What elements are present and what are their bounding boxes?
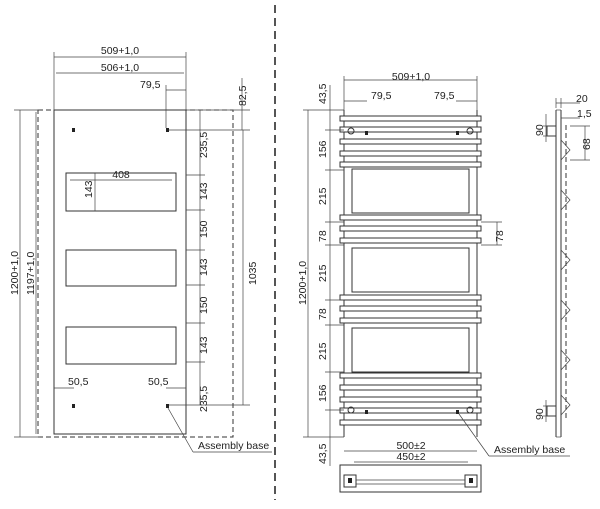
side-top-90-label: 90 — [534, 124, 546, 136]
vertical-span-label: 1035 — [247, 261, 259, 285]
mid-seg4-label: 215 — [317, 264, 329, 282]
top-offset-label: 82,5 — [237, 85, 249, 106]
h1-label: 143 — [198, 182, 210, 200]
side-h68-label: 68 — [581, 138, 593, 150]
overall-height-label: 1200+1,0 — [9, 251, 21, 295]
pin-tl — [72, 128, 75, 132]
mid-seg2-label: 215 — [317, 187, 329, 205]
left-view: 509+1,0 506+1,0 79,5 82,5 235,5 143 150 … — [9, 45, 272, 453]
foot-right-label: 50,5 — [148, 376, 169, 388]
pin-tr — [166, 128, 169, 132]
cutout-bottom — [65, 326, 177, 365]
side-top-bracket — [546, 125, 557, 137]
panel-height-label: 143 — [83, 180, 95, 198]
bracket-top-label: 235,5 — [198, 132, 210, 158]
cutout-middle — [65, 249, 177, 287]
inner-height-label: 1197+1,0 — [25, 252, 37, 295]
mid-seg3-label: 78 — [317, 230, 329, 242]
g1-label: 150 — [198, 220, 210, 238]
mid-base-stand — [339, 464, 482, 493]
inner-panel — [53, 109, 187, 435]
pin-bl — [72, 404, 75, 408]
g2-label: 150 — [198, 296, 210, 314]
inner-width-label: 506+1,0 — [101, 62, 139, 74]
panel-width-label: 408 — [112, 169, 130, 181]
mid-top-margin-label: 43,5 — [317, 83, 329, 104]
foot-left-label: 50,5 — [68, 376, 89, 388]
mid-side-78-label: 78 — [494, 230, 506, 242]
h3-label: 143 — [198, 336, 210, 354]
mid-bracket-right-label: 79,5 — [434, 90, 455, 102]
side-bottom-90-label: 90 — [534, 408, 546, 420]
mid-bracket-left-label: 79,5 — [371, 90, 392, 102]
middle-view: 509+1,0 79,5 79,5 — [297, 71, 570, 493]
bracket-offset-label: 79,5 — [140, 79, 161, 91]
mid-seg5-label: 78 — [317, 308, 329, 320]
mid-overall-height-label: 1200+1,0 — [297, 261, 309, 305]
mid-base-inner-label: 450±2 — [396, 451, 425, 463]
mid-base-outer-label: 500±2 — [396, 440, 425, 452]
side-view: 20 1,5 90 68 90 — [534, 93, 593, 438]
mid-seg7-label: 156 — [317, 384, 329, 402]
assembly-label-left: Assembly base — [198, 440, 269, 452]
side-offset-label: 1,5 — [577, 108, 592, 120]
mid-gap-3 — [351, 327, 470, 373]
mid-outer-width-label: 509+1,0 — [392, 71, 430, 83]
mid-gap-2 — [351, 247, 470, 293]
pin-br — [166, 404, 169, 408]
mid-seg1-label: 156 — [317, 140, 329, 158]
side-depth-label: 20 — [576, 93, 588, 105]
side-bottom-bracket — [546, 405, 557, 417]
mid-bottom-margin-label: 43,5 — [317, 443, 329, 464]
outer-width-label: 509+1,0 — [101, 45, 139, 57]
mid-seg6-label: 215 — [317, 342, 329, 360]
bracket-bottom-label: 235,5 — [198, 386, 210, 412]
cutout-top — [65, 172, 177, 212]
assembly-label-middle: Assembly base — [494, 444, 565, 456]
h2-label: 143 — [198, 258, 210, 276]
mid-gap-1 — [351, 168, 470, 214]
